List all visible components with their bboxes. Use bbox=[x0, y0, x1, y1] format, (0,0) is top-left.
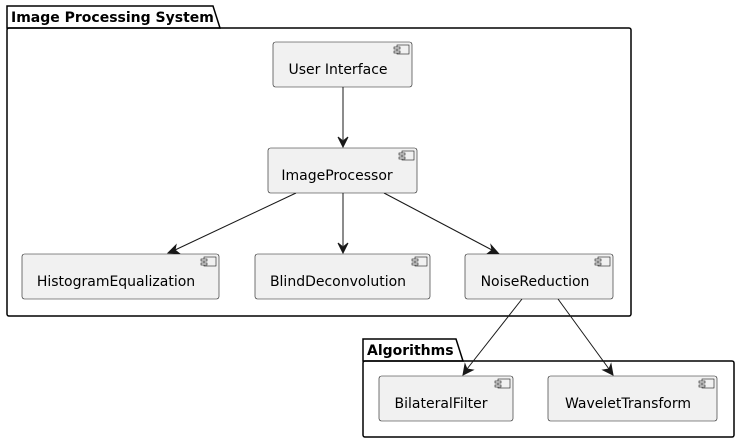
edge-processor-to-histogram bbox=[174, 192, 297, 251]
arrow-head bbox=[485, 243, 501, 255]
arrow-head bbox=[462, 362, 475, 376]
package-image-processing-system: Image Processing System bbox=[6, 5, 632, 317]
component-label: HistogramEqualization bbox=[37, 274, 195, 290]
edges bbox=[166, 87, 614, 376]
edge-noise-to-bilateral bbox=[466, 298, 523, 370]
arrow-head bbox=[601, 362, 614, 376]
package-frame bbox=[6, 27, 632, 317]
component-label: WaveletTransform bbox=[565, 396, 691, 412]
component-bilateral-filter[interactable]: BilateralFilter bbox=[378, 375, 514, 422]
component-icon bbox=[411, 256, 428, 267]
component-icon bbox=[698, 378, 715, 389]
component-user-interface[interactable]: User Interface bbox=[272, 41, 413, 88]
component-noise-reduction[interactable]: NoiseReduction bbox=[464, 253, 614, 300]
arrow-head bbox=[337, 136, 349, 149]
component-histogram-equalization[interactable]: HistogramEqualization bbox=[21, 253, 220, 300]
component-icon bbox=[398, 150, 415, 161]
component-wavelet-transform[interactable]: WaveletTransform bbox=[547, 375, 718, 422]
component-label: User Interface bbox=[288, 62, 387, 78]
edge-processor-to-noise bbox=[383, 192, 493, 251]
component-box bbox=[547, 375, 718, 422]
arrow-head bbox=[166, 243, 182, 255]
arrow-head bbox=[337, 242, 349, 255]
component-icon bbox=[200, 256, 217, 267]
package-algorithms: Algorithms bbox=[362, 338, 735, 438]
component-box bbox=[464, 253, 614, 300]
edge-noise-to-wavelet bbox=[557, 298, 610, 370]
component-blind-deconvolution[interactable]: BlindDeconvolution bbox=[254, 253, 431, 300]
component-box bbox=[267, 147, 418, 194]
package-frame bbox=[362, 360, 735, 438]
package-title: Algorithms bbox=[367, 343, 454, 359]
component-label: BlindDeconvolution bbox=[270, 274, 406, 290]
component-label: ImageProcessor bbox=[281, 168, 393, 184]
component-box bbox=[254, 253, 431, 300]
package-title: Image Processing System bbox=[11, 10, 214, 26]
component-image-processor[interactable]: ImageProcessor bbox=[267, 147, 418, 194]
component-box bbox=[21, 253, 220, 300]
component-box bbox=[378, 375, 514, 422]
component-box bbox=[272, 41, 413, 88]
component-icon bbox=[494, 378, 511, 389]
component-icon bbox=[393, 44, 410, 55]
component-icon bbox=[594, 256, 611, 267]
component-label: BilateralFilter bbox=[395, 396, 488, 412]
component-label: NoiseReduction bbox=[481, 274, 590, 290]
